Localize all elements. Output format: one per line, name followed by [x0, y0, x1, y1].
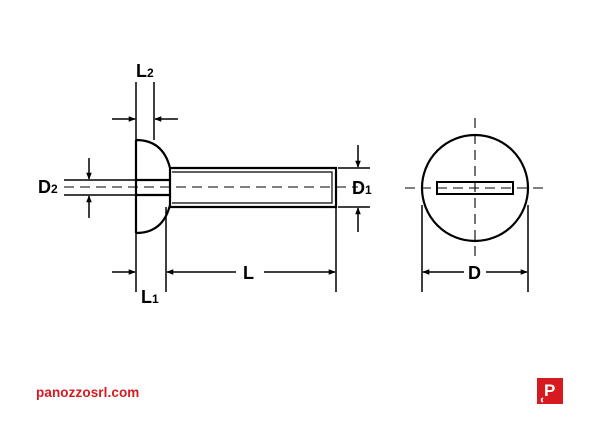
dimension-l [135, 207, 337, 292]
dimension-d [421, 205, 529, 292]
label-l2: L2 [136, 61, 154, 81]
label-d1: D1 [352, 178, 372, 198]
logo-icon: P [540, 381, 555, 403]
dimension-d1 [338, 145, 370, 232]
label-l: L [243, 263, 254, 283]
label-d2: D2 [38, 177, 58, 197]
brand-logo: P [537, 378, 563, 404]
label-l1: L1 [141, 287, 159, 307]
dimension-l2 [112, 82, 178, 140]
screw-front-view [405, 118, 545, 258]
website-link[interactable]: panozzosrl.com [36, 385, 140, 400]
screw-thread-root [172, 171, 333, 204]
svg-text:P: P [544, 381, 555, 400]
label-d: D [468, 263, 481, 283]
dimension-d2 [64, 158, 136, 218]
